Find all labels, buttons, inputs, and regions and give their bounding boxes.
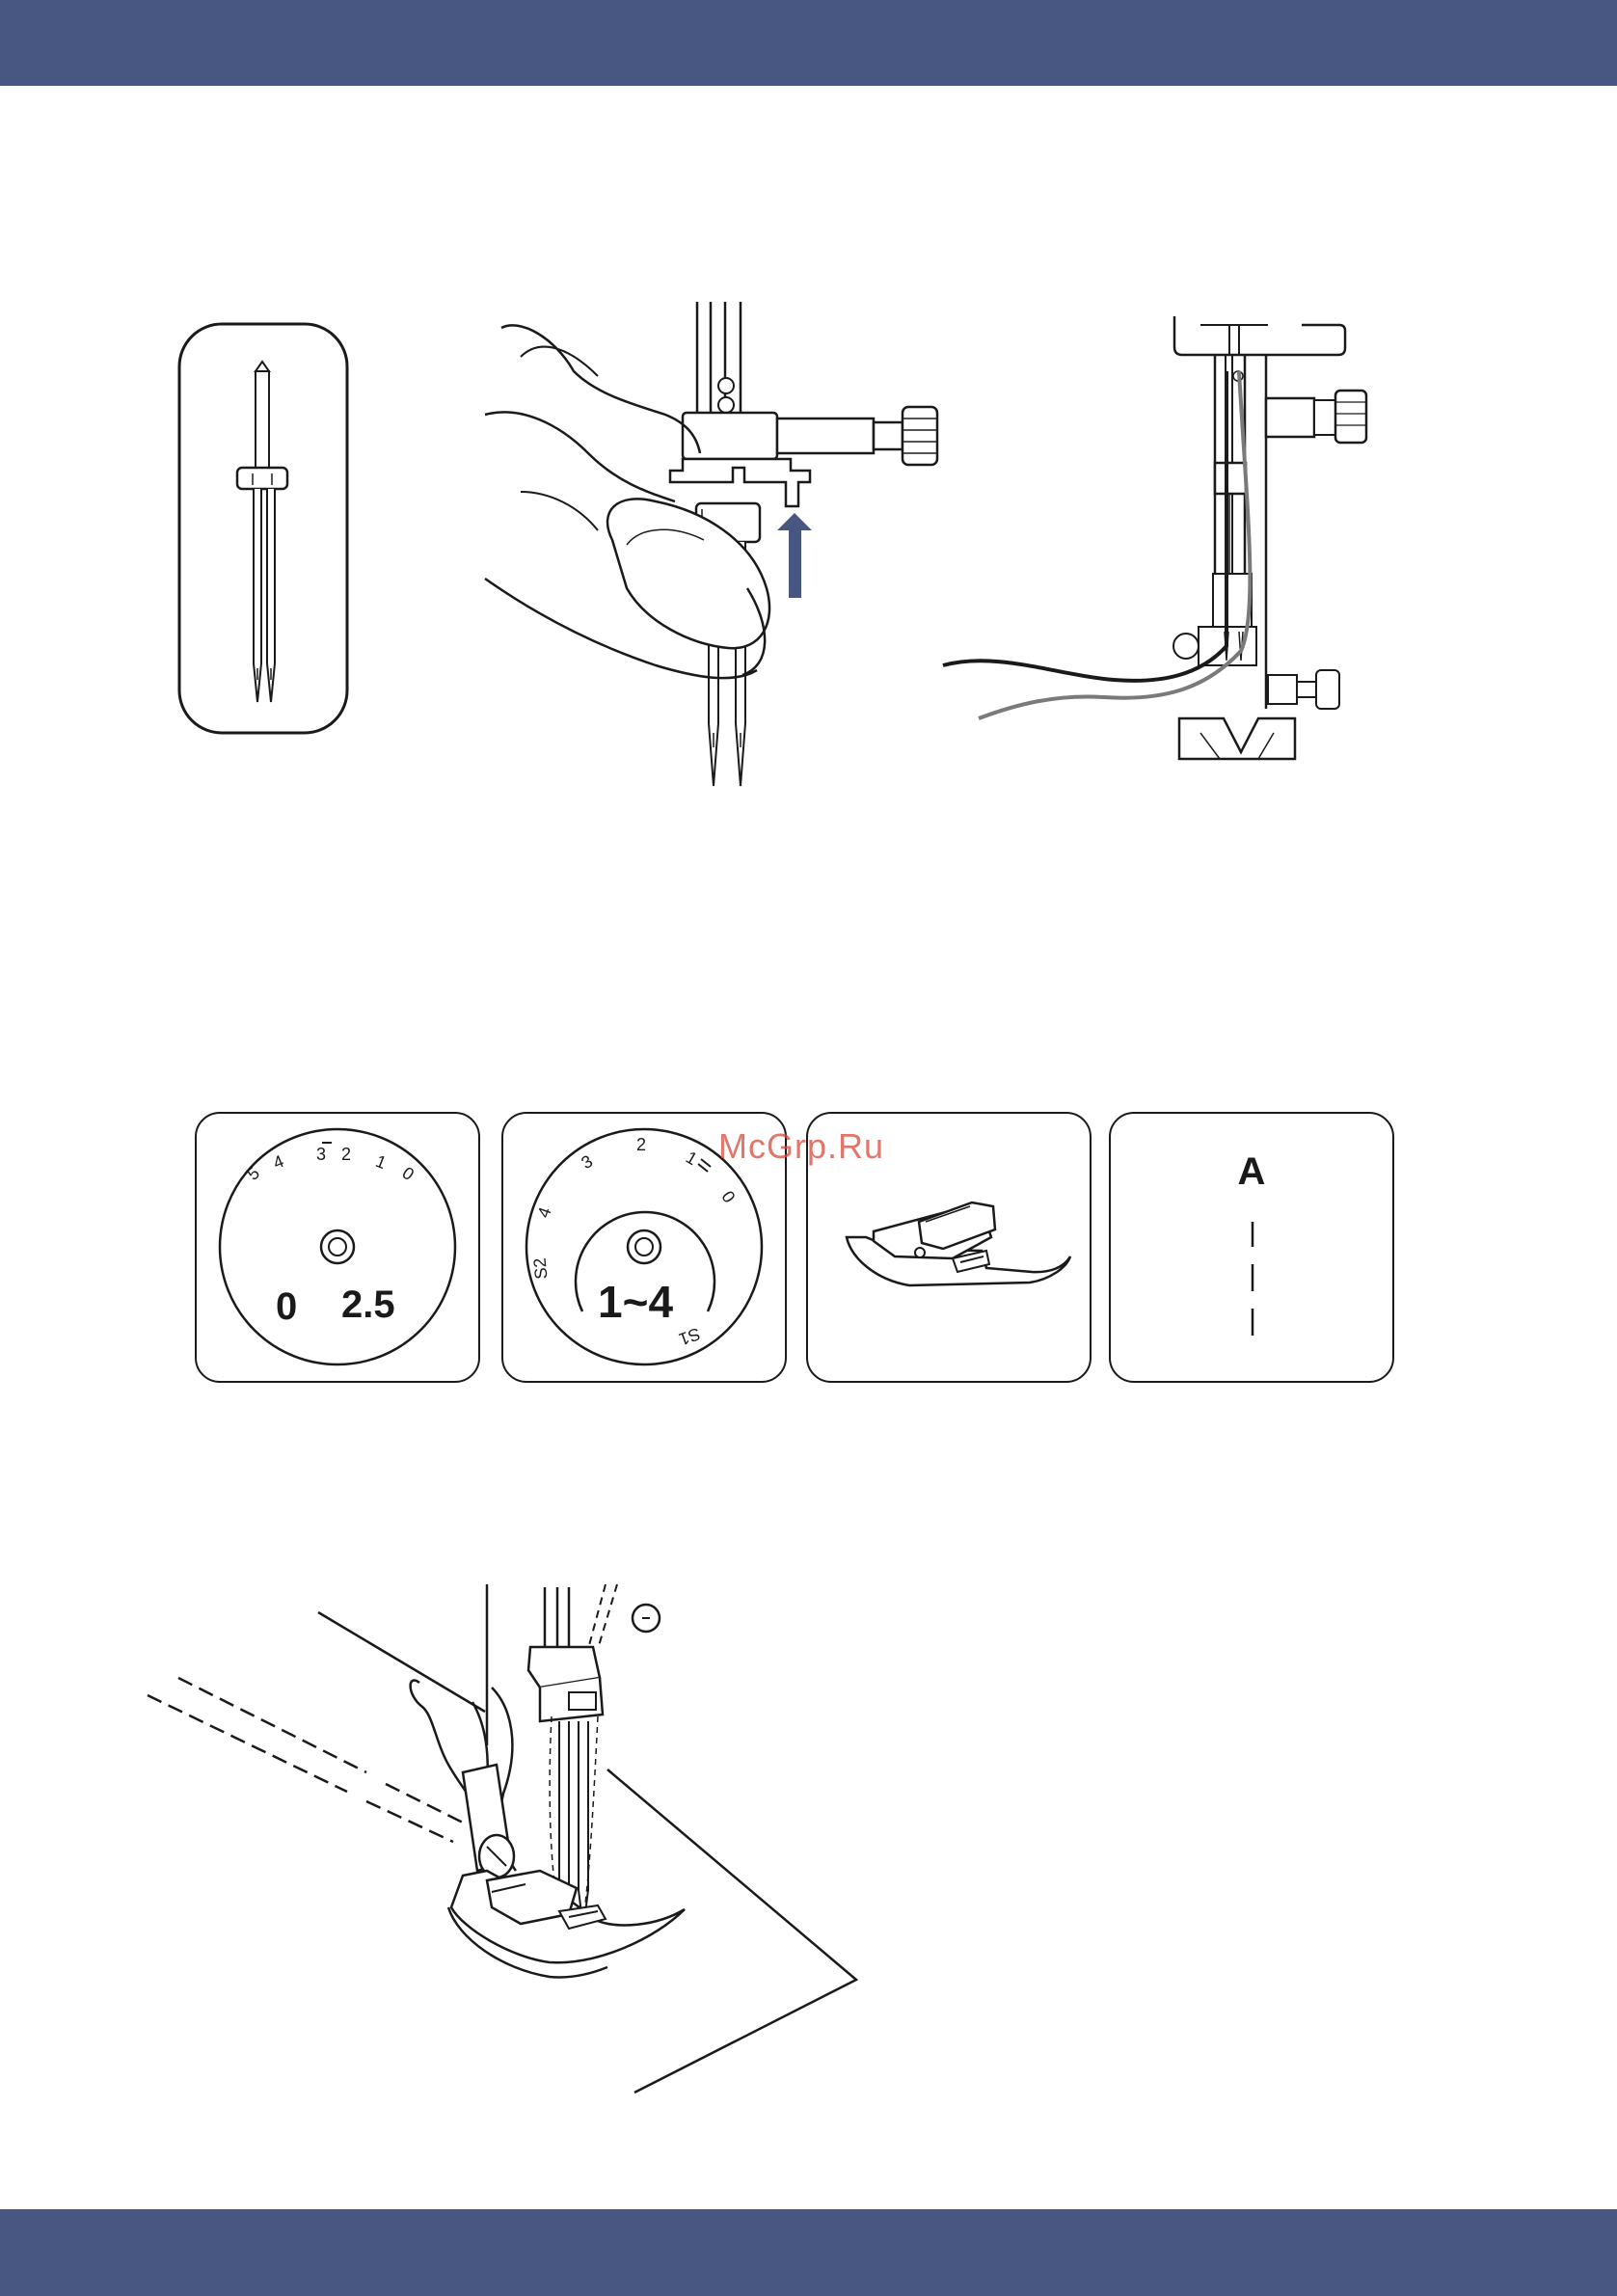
length-setting: 1~4 — [598, 1276, 673, 1328]
width-scale-2: 2 — [341, 1145, 351, 1165]
pattern-panel: A — [1109, 1112, 1394, 1383]
watermark-text: McGrp.Ru — [718, 1126, 884, 1167]
length-scale-2: 2 — [636, 1135, 646, 1155]
width-setting-low: 0 — [276, 1285, 297, 1329]
width-scale: 5 4 3 2 1 0 — [249, 1143, 442, 1181]
width-dial-panel: 5 4 3 2 1 0 0 2.5 — [195, 1112, 480, 1383]
needle-insert-icon — [482, 299, 945, 800]
footer-bar — [0, 2209, 1617, 2296]
length-s1-label: S1 — [676, 1323, 703, 1349]
twin-thread-icon — [940, 313, 1403, 767]
width-scale-1: 1 — [372, 1151, 389, 1174]
width-setting-high: 2.5 — [341, 1283, 395, 1327]
straight-stitch-icon — [1111, 1114, 1392, 1381]
width-scale-4: 4 — [270, 1151, 286, 1174]
length-scale-1: 1 — [682, 1148, 700, 1170]
length-scale-3: 3 — [578, 1151, 596, 1174]
length-s2-label: S2 — [530, 1257, 552, 1281]
twin-needle-sewing-icon — [145, 1581, 877, 2102]
width-scale-3: 3 — [316, 1145, 326, 1165]
length-scale-0: 0 — [717, 1187, 740, 1206]
header-bar — [0, 0, 1617, 86]
twin-needle-icon — [176, 321, 350, 736]
length-scale-4: 4 — [533, 1204, 555, 1221]
